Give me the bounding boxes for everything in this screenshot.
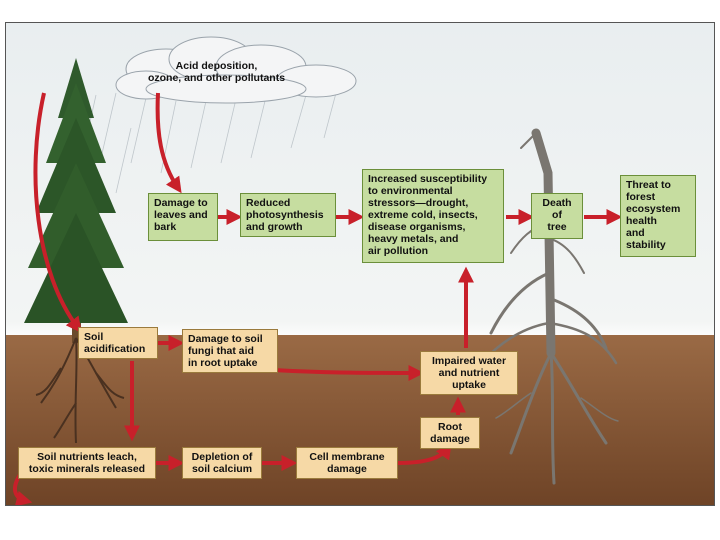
box-root-damage: Root damage	[420, 417, 480, 449]
box-reduced-photosynthesis: Reduced photosynthesis and growth	[240, 193, 336, 237]
box-depletion-of-calcium: Depletion of soil calcium	[182, 447, 262, 479]
diagram-frame: Acid deposition, ozone, and other pollut…	[5, 22, 715, 506]
box-threat-to-forest: Threat to forest ecosystem health and st…	[620, 175, 696, 257]
rain	[60, 92, 337, 194]
arrow-cloud-to-leaves	[155, 92, 182, 194]
box-increased-susceptibility: Increased susceptibility to environmenta…	[362, 169, 504, 263]
box-damage-to-leaves: Damage to leaves and bark	[148, 193, 218, 241]
soil-ground	[6, 335, 714, 505]
box-soil-acidification: Soil acidification	[78, 327, 158, 359]
illustration	[6, 36, 714, 505]
box-cell-membrane-damage: Cell membrane damage	[296, 447, 398, 479]
box-impaired-uptake: Impaired water and nutrient uptake	[420, 351, 518, 395]
box-damage-to-soil-fungi: Damage to soil fungi that aid in root up…	[182, 329, 278, 373]
cloud-label: Acid deposition, ozone, and other pollut…	[147, 60, 286, 84]
box-soil-nutrients-leach: Soil nutrients leach, toxic minerals rel…	[18, 447, 156, 479]
dead-tree	[484, 128, 619, 485]
arrow-membrane-to-root	[397, 442, 452, 465]
box-death-of-tree: Death of tree	[531, 193, 583, 239]
healthy-pine-tree	[24, 58, 128, 343]
pollution-cloud	[115, 36, 357, 104]
arrow-cloud-to-acidification	[33, 92, 82, 334]
